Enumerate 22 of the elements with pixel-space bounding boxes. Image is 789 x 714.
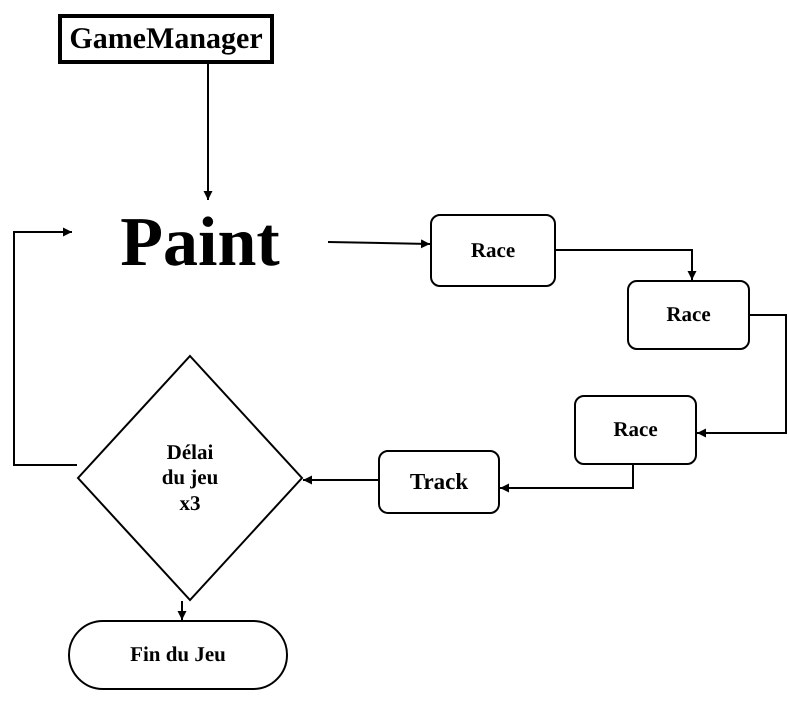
process-label: Paint xyxy=(120,203,280,283)
node-label: GameManager xyxy=(69,21,263,57)
node-label: Délai du jeu x3 xyxy=(160,440,220,516)
node-label: Fin du Jeu xyxy=(130,642,226,668)
process-box xyxy=(627,280,750,350)
node-label: Race xyxy=(613,417,658,443)
process-box xyxy=(430,214,556,287)
process-box xyxy=(378,450,500,514)
node-label: Track xyxy=(410,468,468,496)
arrow xyxy=(204,64,212,200)
arrow xyxy=(303,476,378,484)
arrow xyxy=(556,249,696,280)
arrow xyxy=(178,601,186,620)
node-label: Race xyxy=(470,238,516,264)
arrow xyxy=(500,465,634,492)
arrow xyxy=(697,314,787,438)
class-box xyxy=(58,14,274,64)
arrow xyxy=(13,228,77,466)
arrow xyxy=(328,239,430,248)
node-label: Race xyxy=(666,302,711,328)
decision-diamond xyxy=(77,355,303,601)
process-box xyxy=(574,395,697,465)
